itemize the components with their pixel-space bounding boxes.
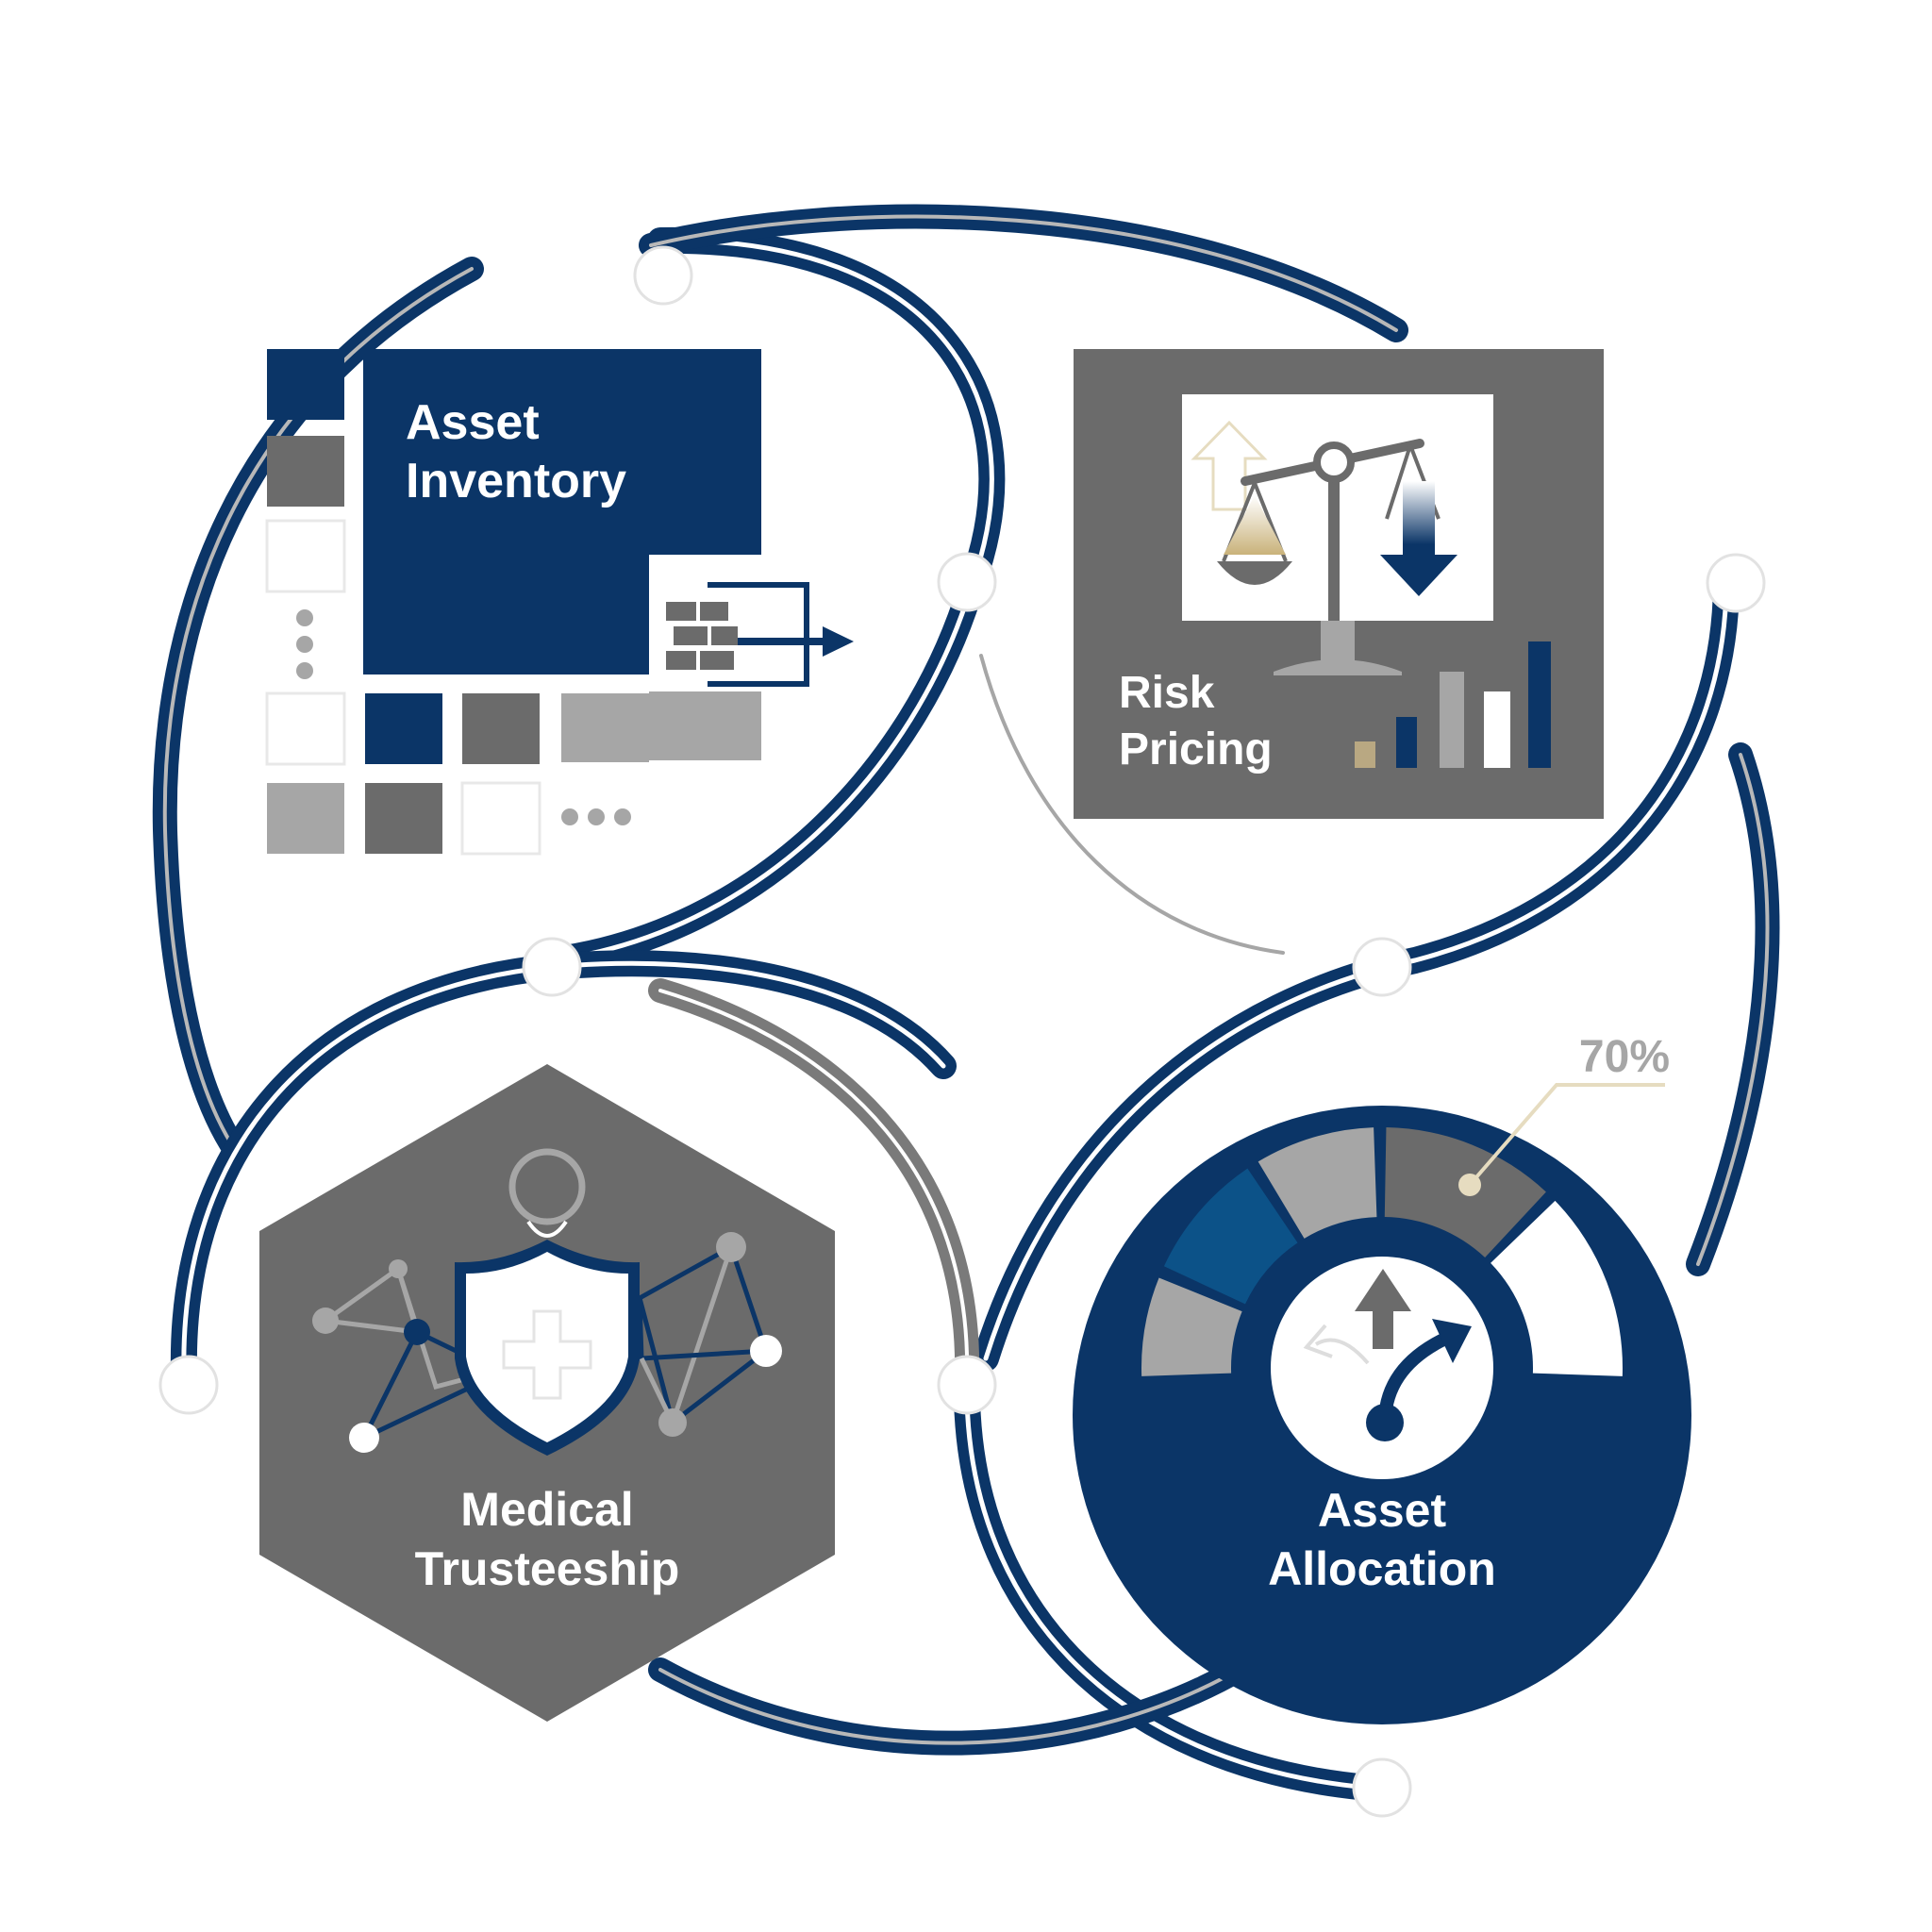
node-dot <box>1352 1757 1412 1818</box>
module-asset-inventory: Asset Inventory <box>265 349 854 856</box>
gauge-segment <box>1163 1168 1298 1305</box>
vertical-ellipsis-icon <box>296 609 313 679</box>
left-curve-arrow-icon <box>1303 1324 1370 1365</box>
horizontal-ellipsis-icon <box>561 808 631 825</box>
module-medical-trusteeship: Medical Trusteeship <box>259 1064 835 1722</box>
asset-allocation-title-line2: Allocation <box>1268 1542 1496 1595</box>
node-dot <box>937 552 997 612</box>
asset-inventory-title-line1: Asset <box>406 395 540 450</box>
ring-center-gray <box>648 978 980 1390</box>
inventory-tile <box>267 436 344 507</box>
node-dot <box>633 245 693 306</box>
person-icon <box>508 1148 586 1225</box>
gauge-hub <box>1271 1257 1493 1479</box>
gauge-callout-line <box>1468 1083 1665 1187</box>
ring-top-right <box>639 204 1408 342</box>
inventory-tile <box>460 781 541 856</box>
network-nodes <box>312 1232 782 1453</box>
inventory-tile <box>267 349 344 420</box>
module-asset-allocation: 70% Asset Allocation <box>1073 1032 1691 1724</box>
ring-thin-connector <box>979 654 1285 955</box>
bar-chart-icon <box>1355 641 1551 768</box>
gauge-segment <box>1491 1200 1623 1376</box>
inventory-strip <box>649 691 761 760</box>
inventory-tile <box>561 693 649 762</box>
ring-bottom <box>953 1364 1381 1801</box>
asset-inventory-title-line2: Inventory <box>406 454 626 508</box>
connector-rings <box>152 204 1780 1801</box>
inventory-tile <box>265 691 346 766</box>
inventory-tile <box>267 783 344 854</box>
balance-scale-icon <box>1217 439 1441 646</box>
up-arrow-icon <box>1355 1269 1411 1349</box>
node-dot <box>1352 937 1412 997</box>
up-arrow-icon <box>1191 420 1268 511</box>
inventory-tile <box>462 693 540 764</box>
node-dot <box>522 937 582 997</box>
node-dot <box>937 1355 997 1415</box>
gauge-segment <box>1257 1127 1377 1239</box>
connector-nodes <box>158 245 1766 1818</box>
risk-pricing-title-line2: Pricing <box>1119 724 1273 774</box>
gauge-percent-label: 70% <box>1579 1032 1670 1082</box>
ring-outer-right <box>1686 742 1780 1276</box>
gauge-pivot <box>1366 1404 1404 1441</box>
inventory-tile <box>365 783 442 854</box>
medical-trusteeship-title-line2: Trusteeship <box>415 1542 680 1595</box>
inventory-tile <box>265 519 346 593</box>
node-dot <box>1706 553 1766 613</box>
asset-allocation-title-line1: Asset <box>1318 1484 1447 1537</box>
monitor-base <box>1274 659 1402 675</box>
medical-trusteeship-title-line1: Medical <box>460 1483 633 1536</box>
medical-cross-icon <box>502 1309 592 1400</box>
ring-left-lower <box>170 950 957 1386</box>
inventory-tile <box>365 693 442 764</box>
person-neck <box>526 1220 568 1238</box>
export-icon <box>666 582 854 687</box>
ring-right <box>973 567 1740 1372</box>
gauge-callout-dot <box>1458 1174 1481 1196</box>
risk-pricing-title-line1: Risk <box>1119 668 1215 718</box>
down-arrow-icon <box>1380 481 1457 596</box>
gauge-segment <box>1141 1277 1242 1376</box>
module-risk-pricing: Risk Pricing <box>1074 349 1604 819</box>
node-dot <box>158 1355 219 1415</box>
ring-bottom-arc <box>648 1648 1267 1756</box>
